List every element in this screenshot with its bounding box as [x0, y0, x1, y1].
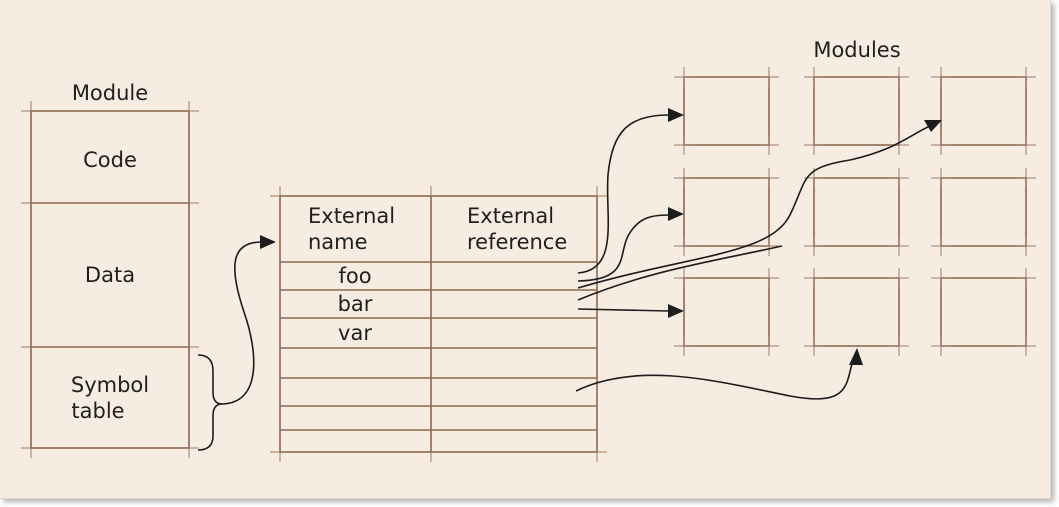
module-box-tick-marks: [931, 168, 1036, 256]
module-box-r1-c2: [813, 76, 900, 146]
module-tick-marks: [21, 101, 199, 458]
symbol-table-names: foo bar var: [338, 264, 373, 345]
module-box-r2-c2: [813, 177, 900, 247]
bar-second-reference-arrow: [577, 245, 783, 301]
module-symbol-table-label-line1: Symbol: [71, 373, 149, 397]
module-box-tick-marks: [804, 67, 909, 155]
module-box-tick-marks: [931, 67, 1036, 155]
module-box-tick-marks: [674, 168, 779, 256]
reference-arrows: [575, 108, 942, 400]
module-box-r3-c3: [940, 277, 1027, 347]
symbol-table-expansion-arrow: [197, 235, 276, 451]
module-box-r2-c1: [683, 177, 770, 247]
module-box: [30, 110, 190, 449]
module-boxes: [674, 67, 1036, 356]
bar-reference-arrow: [577, 308, 670, 312]
symbol-table-box: [279, 195, 598, 453]
module-box-r1-c3: [940, 76, 1027, 146]
module-box-r2-c3: [940, 177, 1027, 247]
module-box-tick-marks: [804, 168, 909, 256]
lower-reference-arrow: [575, 363, 853, 400]
module-box-tick-marks: [674, 67, 779, 155]
module-box-r3-c1: [683, 277, 770, 347]
modules-grid: Modules: [674, 38, 1036, 356]
foo-reference-arrow: [577, 114, 670, 274]
bar-far-reference-arrowhead: [924, 120, 942, 132]
lower-reference-arrowhead: [849, 348, 863, 365]
bar-far-reference-arrow: [577, 125, 931, 289]
module-box-r3-c2: [813, 277, 900, 347]
modules-title: Modules: [813, 38, 900, 62]
module-box-tick-marks: [804, 268, 909, 356]
foo-second-reference-arrow: [577, 214, 670, 282]
header-external-name-line2: name: [308, 230, 368, 254]
table-row-name-var: var: [338, 321, 372, 345]
module-box-tick-marks: [931, 268, 1036, 356]
symbol-table-row-lines: [280, 261, 597, 431]
diagram-background: [0, 0, 1051, 499]
module-data-label: Data: [85, 263, 135, 287]
module-symbol-table-label-line2: table: [71, 399, 124, 423]
expand-curve: [220, 241, 263, 405]
table-row-name-foo: foo: [338, 264, 371, 288]
table-row-name-bar: bar: [338, 292, 373, 316]
symbol-table-brace: [197, 354, 223, 451]
symbol-table-tick-marks: [270, 186, 607, 462]
module: Module Code Data Symbol table: [21, 81, 199, 458]
foo-reference-arrowhead: [668, 108, 684, 122]
expand-arrowhead: [260, 235, 276, 249]
header-external-reference-line1: External: [467, 204, 554, 228]
external-symbol-table: External name External reference foo bar v…: [270, 186, 607, 462]
foo-second-reference-arrowhead: [668, 207, 684, 221]
header-external-reference-line2: reference: [467, 230, 567, 254]
bar-reference-arrowhead: [668, 304, 684, 318]
header-external-name-line1: External: [308, 204, 395, 228]
module-code-label: Code: [83, 148, 137, 172]
module-box-r1-c1: [683, 76, 770, 146]
module-box-tick-marks: [674, 268, 779, 356]
module-title: Module: [72, 81, 148, 105]
